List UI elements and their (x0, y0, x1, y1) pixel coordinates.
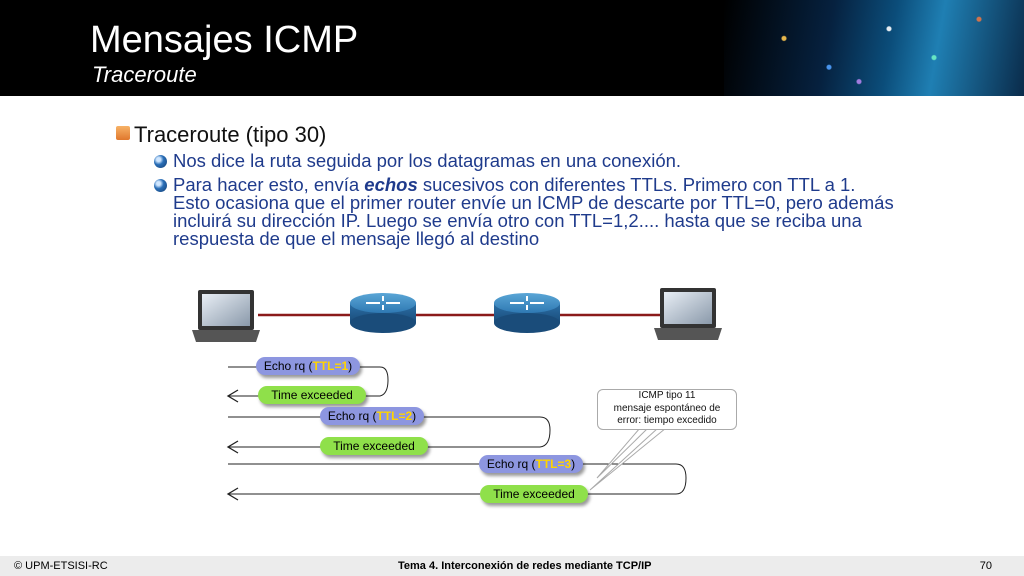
traceroute-diagram (192, 288, 722, 501)
callout-pointer (589, 427, 668, 491)
bullet-item-2: Para hacer esto, envía echos sucesivos c… (154, 174, 894, 249)
slide-subtitle: Traceroute (92, 62, 197, 87)
page-number: 70 (979, 560, 992, 572)
bullet-item-1: Nos dice la ruta seguida por los datagra… (154, 150, 894, 171)
echo-request-ttl1: Echo rq (TTL=1) (256, 357, 360, 375)
router-icon (350, 293, 416, 333)
orange-square-bullet-icon (116, 126, 130, 140)
emphasis-echos: echos (364, 174, 418, 195)
fiber-optic-image (724, 0, 1024, 96)
bullet-text-1: Nos dice la ruta seguida por los datagra… (173, 150, 682, 171)
slide-footer: © UPM-ETSISI-RC Tema 4. Interconexión de… (0, 556, 1024, 576)
laptop-icon (654, 288, 722, 340)
laptop-icon (192, 290, 260, 342)
slide-title: Mensajes ICMP (90, 19, 359, 61)
icmp-callout: ICMP tipo 11 mensaje espontáneo de error… (597, 389, 737, 430)
time-exceeded-2: Time exceeded (320, 437, 428, 455)
router-icon (494, 293, 560, 333)
heading-bullet: Traceroute (tipo 30) (116, 122, 326, 148)
echo-request-ttl3: Echo rq (TTL=3) (479, 455, 583, 473)
arrow-left-icon (226, 440, 239, 454)
arrow-left-icon (226, 487, 239, 501)
slide-header: Mensajes ICMP Traceroute (0, 0, 1024, 96)
arrow-left-icon (226, 389, 239, 403)
blue-sphere-bullet-icon (154, 155, 167, 168)
footer-copyright: © UPM-ETSISI-RC (14, 560, 108, 572)
echo-request-ttl2: Echo rq (TTL=2) (320, 407, 424, 425)
bullet-text-2: Para hacer esto, envía echos sucesivos c… (173, 174, 894, 249)
footer-topic: Tema 4. Interconexión de redes mediante … (398, 560, 652, 572)
time-exceeded-1: Time exceeded (258, 386, 366, 404)
blue-sphere-bullet-icon (154, 179, 167, 192)
time-exceeded-3: Time exceeded (480, 485, 588, 503)
callout-pointer (596, 427, 650, 479)
heading-text: Traceroute (tipo 30) (134, 122, 327, 147)
